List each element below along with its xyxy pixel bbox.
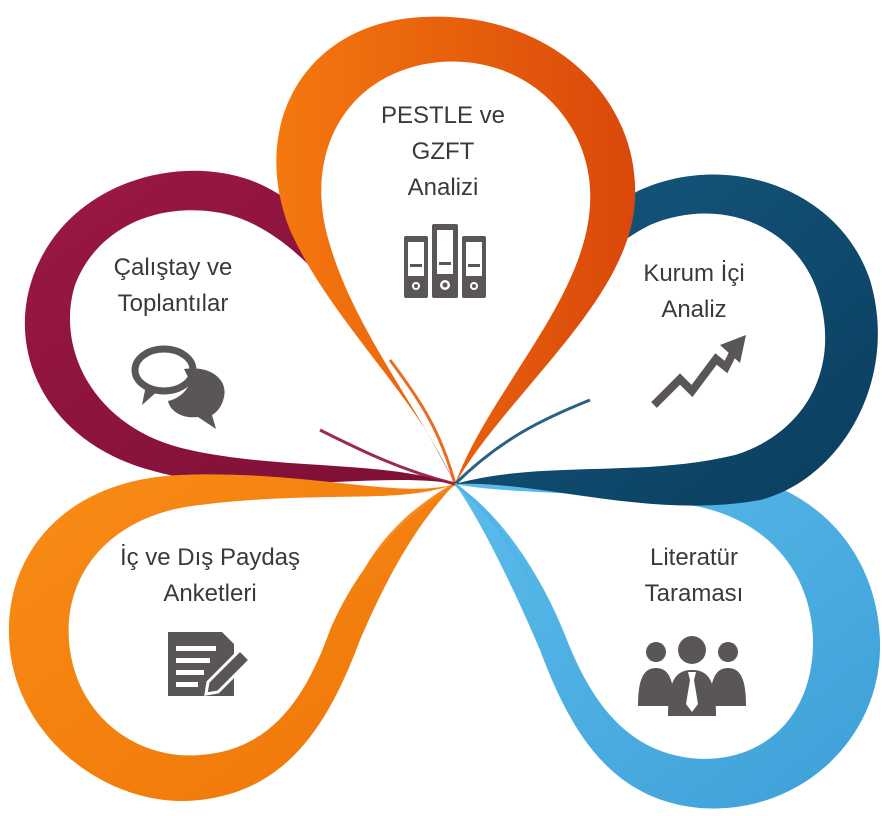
ribbon-lit [454,482,542,601]
center-ribbons [319,359,591,601]
label-kurum-line-2: Analiz [661,296,727,323]
ribbon-pay [358,482,456,581]
label-calistay-line-2: Toplantılar [117,290,229,317]
label-literatur-line-1: Literatür [649,544,739,571]
petal-kurum-inner [455,213,826,484]
label-kurum: Kurum İçi Analiz [594,256,794,328]
label-paydas-line-2: Anketleri [163,580,257,607]
petal-paydas [8,474,456,801]
label-calistay-line-1: Çalıştay ve [113,254,233,281]
petal-calistay-inner [69,210,455,484]
label-kurum-line-1: Kurum İçi [643,260,745,287]
label-pestle-line-1: PESTLE ve [380,102,506,129]
ribbon-kurum [453,398,591,486]
label-pestle-line-2: GZFT [411,138,475,165]
petal-kurum [455,174,878,506]
label-calistay: Çalıştay ve Toplantılar [73,250,273,322]
label-paydas-line-1: İç ve Dış Paydaş [119,544,301,571]
label-literatur: Literatür Taraması [594,540,794,612]
trend-arrow-icon [651,335,746,408]
chat-bubbles-icon [131,345,225,429]
people-group-icon [638,636,746,716]
label-literatur-line-2: Taraması [644,580,744,607]
survey-form-icon [168,632,253,696]
label-pestle-line-3: Analizi [407,174,479,201]
binders-icon [404,224,486,298]
petal-literatur [455,470,881,809]
label-paydas: İç ve Dış Paydaş Anketleri [110,540,310,612]
label-pestle: PESTLE ve GZFT Analizi [343,98,543,206]
petal-paydas-inner [68,484,456,756]
ribbon-pestle [388,359,457,485]
petal-calistay [24,170,456,484]
ribbon-cal [319,428,456,486]
